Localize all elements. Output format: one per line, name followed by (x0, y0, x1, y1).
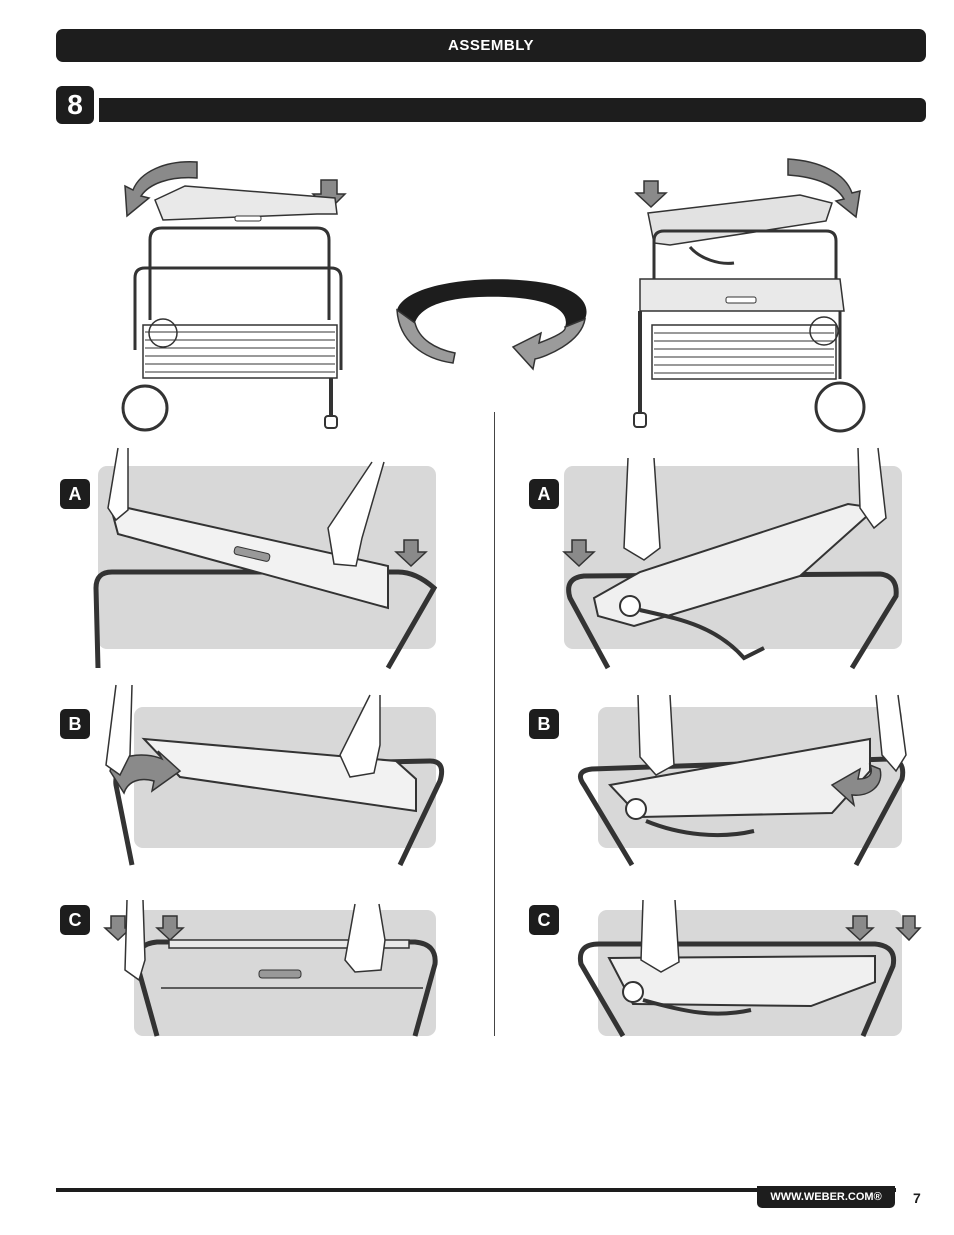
down-arrow-icon (847, 916, 873, 940)
illustration-right-c (575, 900, 920, 1040)
flip-rotation-icon (395, 275, 590, 370)
wheel-icon (123, 386, 167, 430)
column-divider (494, 412, 495, 1036)
illustration-right-a (564, 448, 904, 668)
hand-icon (638, 695, 674, 775)
section-header: ASSEMBLY (56, 29, 926, 62)
hand-icon (624, 458, 660, 560)
hand-icon (641, 900, 679, 972)
hand-icon (328, 462, 384, 566)
website-url-box: WWW.WEBER.COM® (757, 1186, 895, 1208)
hand-icon (125, 900, 145, 980)
page-number: 7 (913, 1190, 921, 1206)
illustration-right-b (570, 685, 910, 865)
hand-icon (108, 448, 128, 520)
down-arrow-icon (396, 540, 426, 566)
hand-icon (340, 695, 380, 777)
wheel-icon (816, 383, 864, 431)
step-number-badge: 8 (56, 86, 94, 124)
down-arrow-icon (564, 540, 594, 566)
step-number: 8 (67, 89, 83, 121)
down-arrow-icon (157, 916, 183, 940)
step-label-right-c: C (529, 905, 559, 935)
step-label-left-a: A (60, 479, 90, 509)
step-label-left-b: B (60, 709, 90, 739)
down-arrow-icon (636, 181, 666, 207)
cart-illustration-right (630, 155, 870, 440)
down-arrow-icon (897, 916, 920, 940)
step-bar (99, 98, 926, 122)
step-label-right-a: A (529, 479, 559, 509)
illustration-left-b (100, 685, 440, 865)
step-label-right-b: B (529, 709, 559, 739)
hand-icon (345, 904, 385, 972)
website-url: WWW.WEBER.COM® (770, 1191, 881, 1203)
illustration-left-c (105, 900, 445, 1040)
step-label-left-c: C (60, 905, 90, 935)
section-title: ASSEMBLY (448, 37, 534, 54)
illustration-left-a (98, 448, 438, 668)
cart-illustration-left (105, 150, 355, 440)
